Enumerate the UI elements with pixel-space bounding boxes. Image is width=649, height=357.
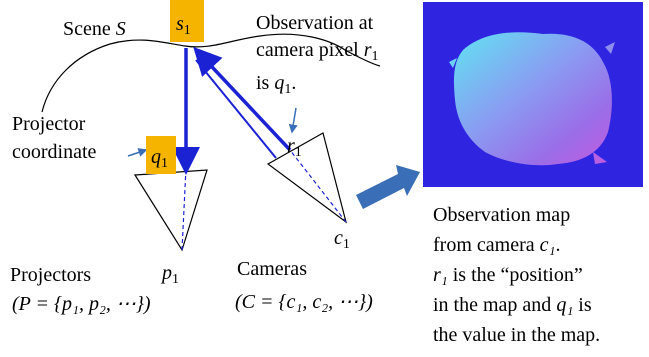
- observation-note-line3-prefix: is: [256, 72, 275, 94]
- q1-base: q: [151, 146, 161, 168]
- caption-line1: Observation map: [433, 204, 571, 226]
- caption-line3-rest: is the “position”: [447, 264, 583, 286]
- ray-camera-to-scene-secondary: [195, 59, 277, 159]
- p1-base: p: [162, 262, 172, 284]
- ray-camera-to-scene: [193, 46, 292, 152]
- caption-line4: in the map and q₁ is: [433, 290, 600, 320]
- c1-sub: 1: [342, 237, 350, 252]
- projector-coordinate-label: Projector coordinate: [12, 110, 96, 166]
- s1-base: s: [176, 13, 184, 35]
- scene-surface-curve: [41, 33, 381, 113]
- cameras-set: (C = {c₁, c₂, ⋯}): [235, 291, 373, 313]
- caption-line2-suffix: .: [555, 234, 561, 256]
- projector-coordinate-line2: coordinate: [12, 141, 97, 163]
- pointer-arrow-to-q1: [127, 148, 148, 157]
- caption-line4-suffix: is: [573, 294, 592, 316]
- caption-line2: from camera c₁.: [433, 230, 600, 260]
- camera-dashed-ray: [289, 149, 347, 223]
- c1-base: c: [334, 227, 343, 249]
- observation-map-arrow: [356, 165, 420, 209]
- projector-frustum: [133, 169, 208, 252]
- observation-note-r-sub: 1: [371, 49, 379, 64]
- camera-frustum: [266, 132, 348, 224]
- cameras-title: Cameras: [237, 258, 307, 280]
- scene-label-text: Scene: [63, 18, 111, 40]
- projectors-title: Projectors: [10, 264, 92, 286]
- observation-note-line1: Observation at: [256, 12, 374, 34]
- observation-map-blob: [449, 32, 615, 166]
- observation-note: Observation at camera pixel r1 is q1.: [256, 10, 379, 103]
- scene-label: Scene S: [63, 17, 126, 41]
- observation-note-r: r: [363, 39, 372, 61]
- q1-highlight: [146, 136, 176, 174]
- caption-line2-var: c₁: [539, 234, 556, 256]
- observation-note-line3-suffix: .: [291, 72, 297, 94]
- caption-line4-var: q₁: [556, 294, 574, 316]
- q1-sub: 1: [161, 156, 168, 171]
- s1-sub: 1: [183, 23, 191, 38]
- scene-variable: S: [115, 18, 126, 40]
- r1-sub: 1: [294, 145, 302, 160]
- observation-note-line3: is q1.: [256, 70, 379, 103]
- r1-label: r1: [287, 134, 302, 165]
- observation-note-line2: camera pixel r1: [256, 37, 379, 70]
- observation-note-line2-prefix: camera pixel: [256, 39, 364, 61]
- caption-line5: the value in the map.: [433, 324, 601, 346]
- c1-label: c1: [334, 226, 350, 257]
- observation-note-q-sub: 1: [284, 82, 292, 97]
- q1-label: q1: [151, 145, 168, 176]
- projector-coordinate-line1: Projector: [12, 113, 86, 135]
- pointer-arrow-to-r1: [288, 107, 298, 134]
- caption-line2-prefix: from camera: [433, 234, 540, 256]
- s1-highlight: [170, 0, 204, 42]
- observation-note-q: q: [274, 72, 285, 94]
- caption-line3-var: r₁: [433, 264, 448, 286]
- caption-line3: r₁ is the “position”: [433, 260, 600, 290]
- observation-map-image: [423, 2, 643, 187]
- r1-base: r: [287, 135, 295, 157]
- s1-label: s1: [176, 12, 191, 43]
- observation-map-caption: Observation map from camera c₁. r₁ is th…: [433, 200, 600, 350]
- p1-label: p1: [162, 261, 179, 292]
- projectors-set: (P = {p₁, p₂, ⋯}): [12, 293, 151, 315]
- caption-line4-prefix: in the map and: [433, 294, 557, 316]
- p1-sub: 1: [172, 272, 179, 287]
